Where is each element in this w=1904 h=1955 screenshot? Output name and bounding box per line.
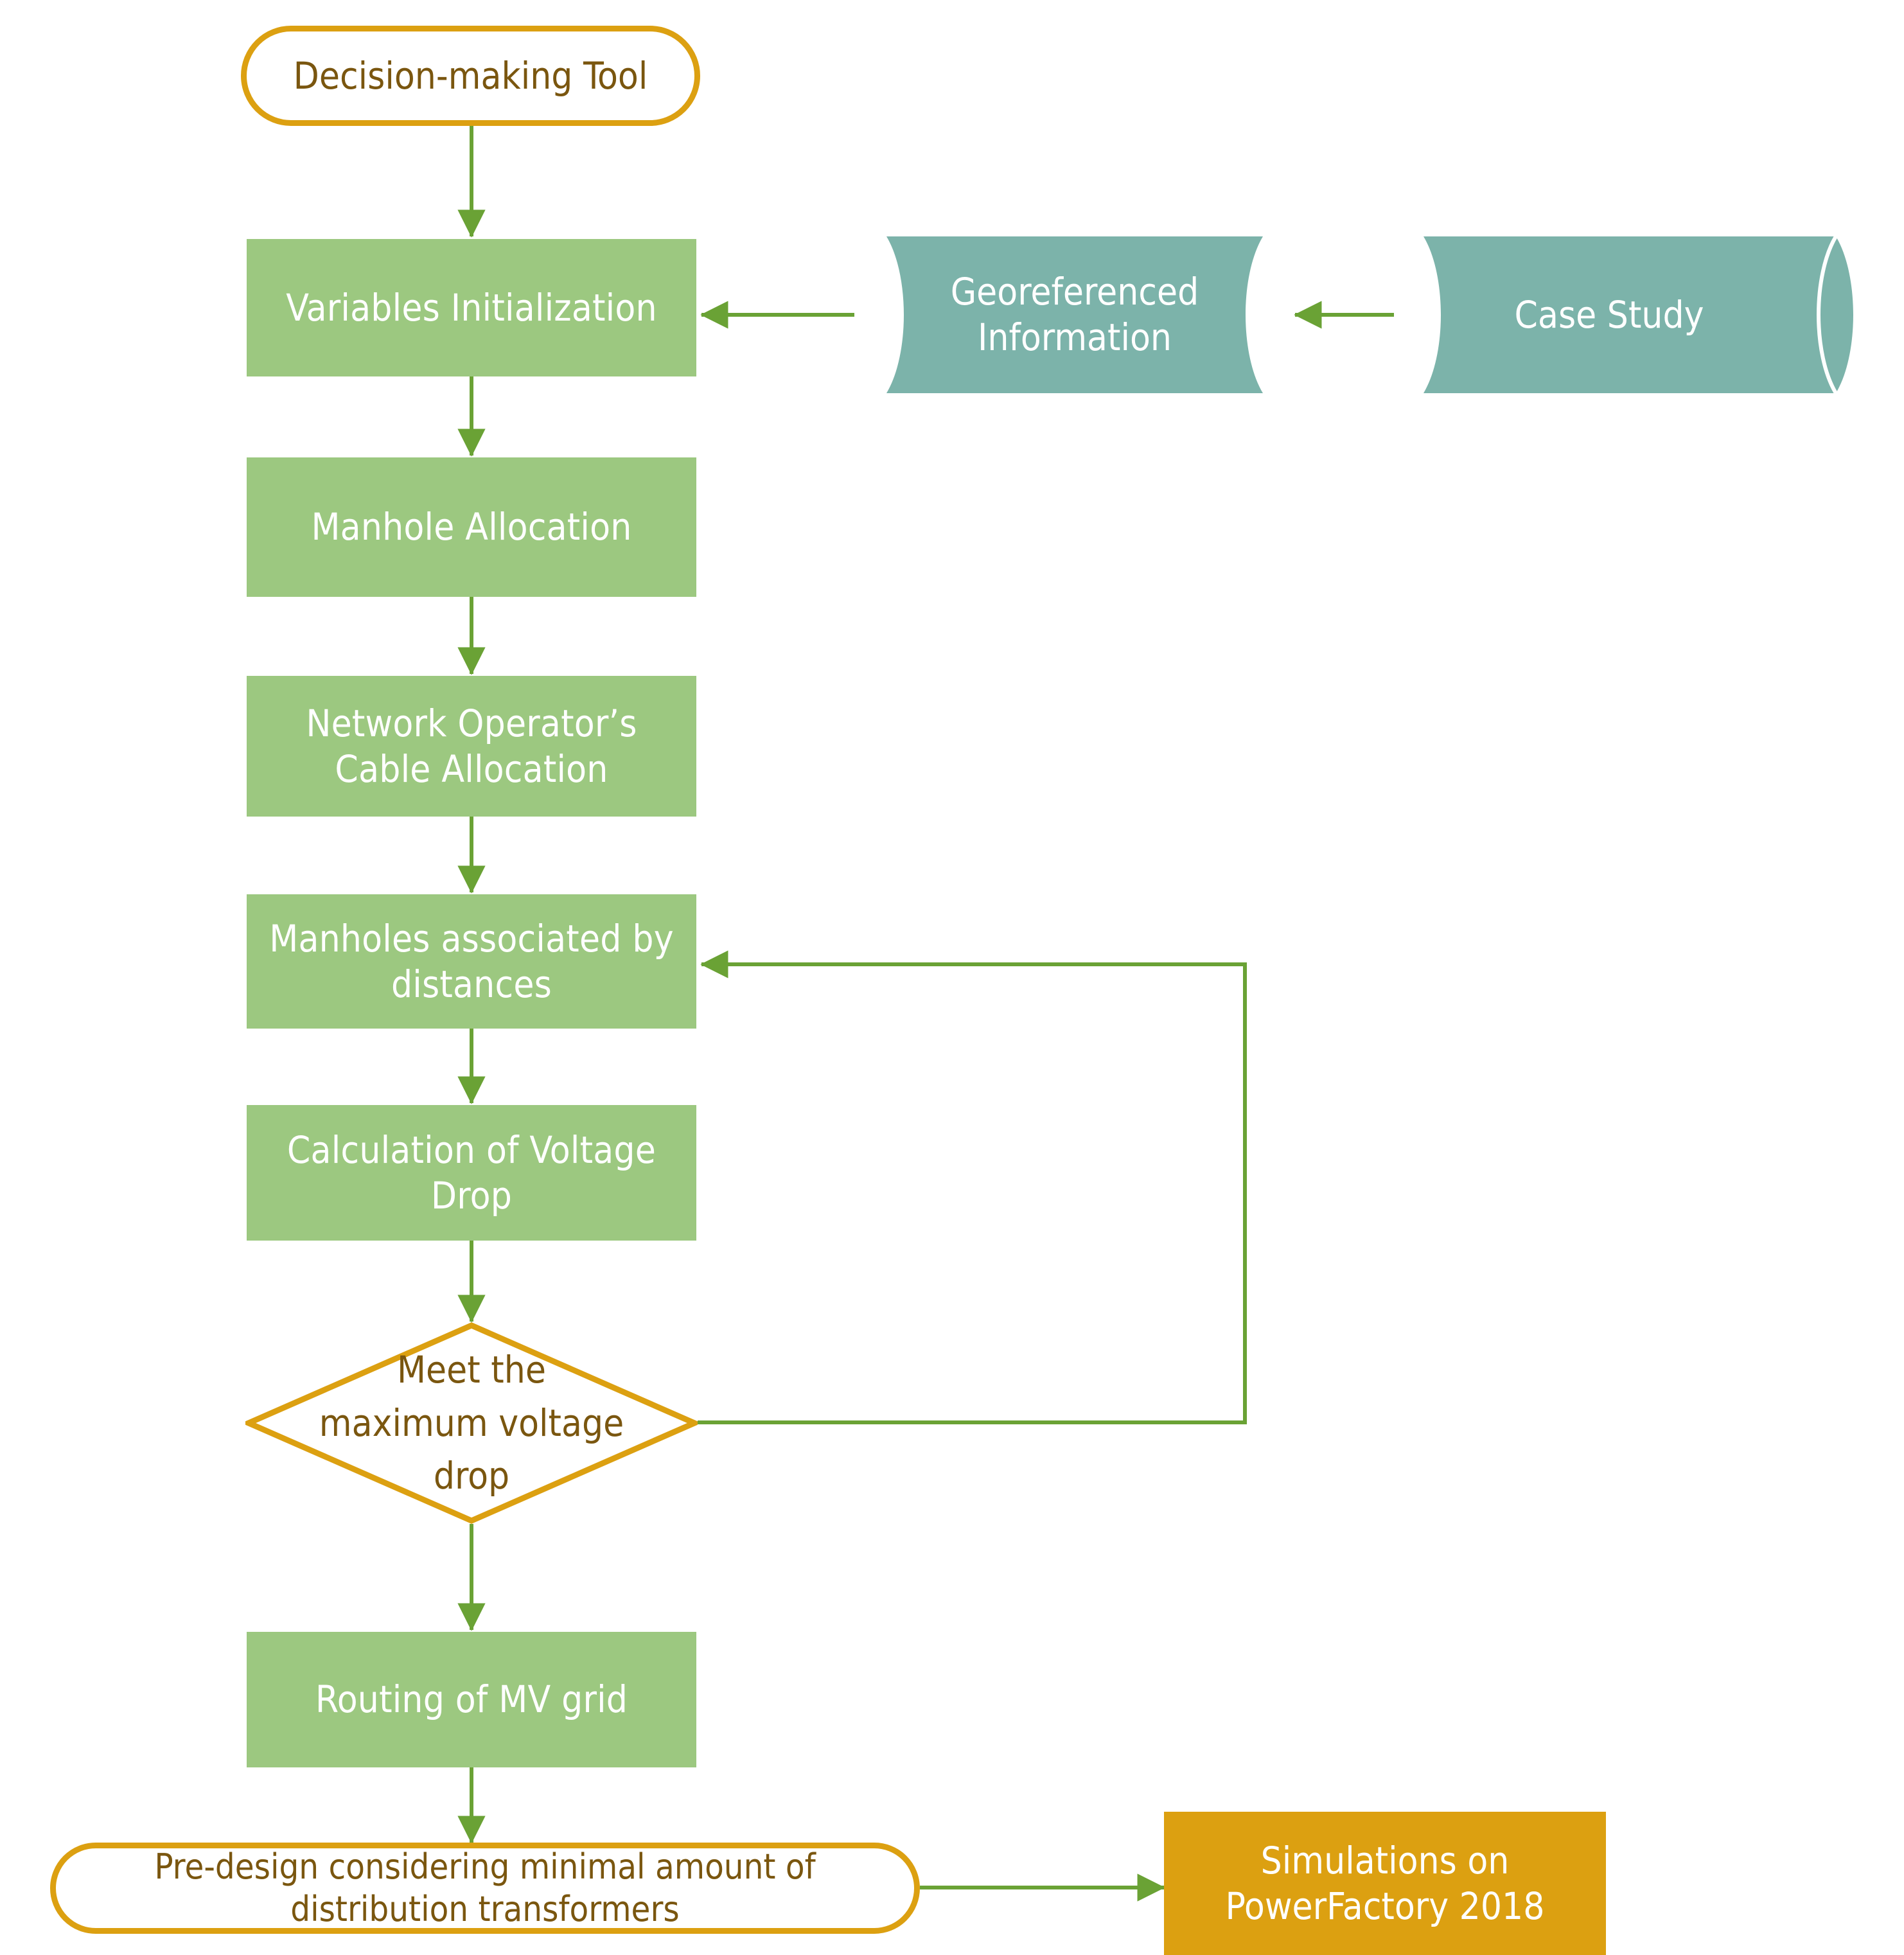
node-case-study-label: Case Study (1514, 292, 1704, 337)
node-simulations-powerfactory-label: Simulations on PowerFactory 2018 (1225, 1838, 1545, 1928)
node-simulations-powerfactory[interactable]: Simulations on PowerFactory 2018 (1164, 1812, 1606, 1955)
node-routing-of-mv-grid-label: Routing of MV grid (315, 1677, 628, 1722)
edge-decision-feedback-to-assoc (698, 950, 1247, 1424)
node-georeferenced-information[interactable]: Georeferenced Information (854, 236, 1295, 393)
node-pre-design-label: Pre-design considering minimal amount of… (154, 1846, 816, 1929)
node-cable-allocation-label: Network Operator’s Cable Allocation (306, 701, 637, 791)
diamond-shape (245, 1322, 698, 1524)
node-variables-initialization-label: Variables Initialization (286, 285, 657, 330)
node-start-decision-making-tool[interactable]: Decision-making Tool (241, 26, 700, 126)
node-case-study[interactable]: Case Study (1394, 236, 1869, 393)
node-calculation-of-voltage-drop-label: Calculation of Voltage Drop (286, 1128, 657, 1217)
node-routing-of-mv-grid[interactable]: Routing of MV grid (247, 1632, 696, 1767)
node-decision-label: Meet the maximum voltage drop (319, 1348, 624, 1498)
cylinder-shape (1424, 236, 1853, 393)
node-calculation-of-voltage-drop[interactable]: Calculation of Voltage Drop (247, 1105, 696, 1241)
node-variables-initialization[interactable]: Variables Initialization (247, 239, 696, 376)
node-manhole-allocation-label: Manhole Allocation (311, 505, 632, 549)
node-manholes-associated-by-distances-label: Manholes associated by distances (269, 916, 674, 1006)
node-start-label: Decision-making Tool (293, 53, 648, 98)
node-decision-meet-maximum-voltage-drop[interactable]: Meet the maximum voltage drop (245, 1322, 698, 1524)
node-georeferenced-information-label: Georeferenced Information (950, 270, 1199, 359)
node-cable-allocation[interactable]: Network Operator’s Cable Allocation (247, 676, 696, 817)
node-pre-design[interactable]: Pre-design considering minimal amount of… (50, 1843, 920, 1934)
node-manholes-associated-by-distances[interactable]: Manholes associated by distances (247, 894, 696, 1029)
cylinder-shape (886, 236, 1263, 393)
node-manhole-allocation[interactable]: Manhole Allocation (247, 457, 696, 597)
